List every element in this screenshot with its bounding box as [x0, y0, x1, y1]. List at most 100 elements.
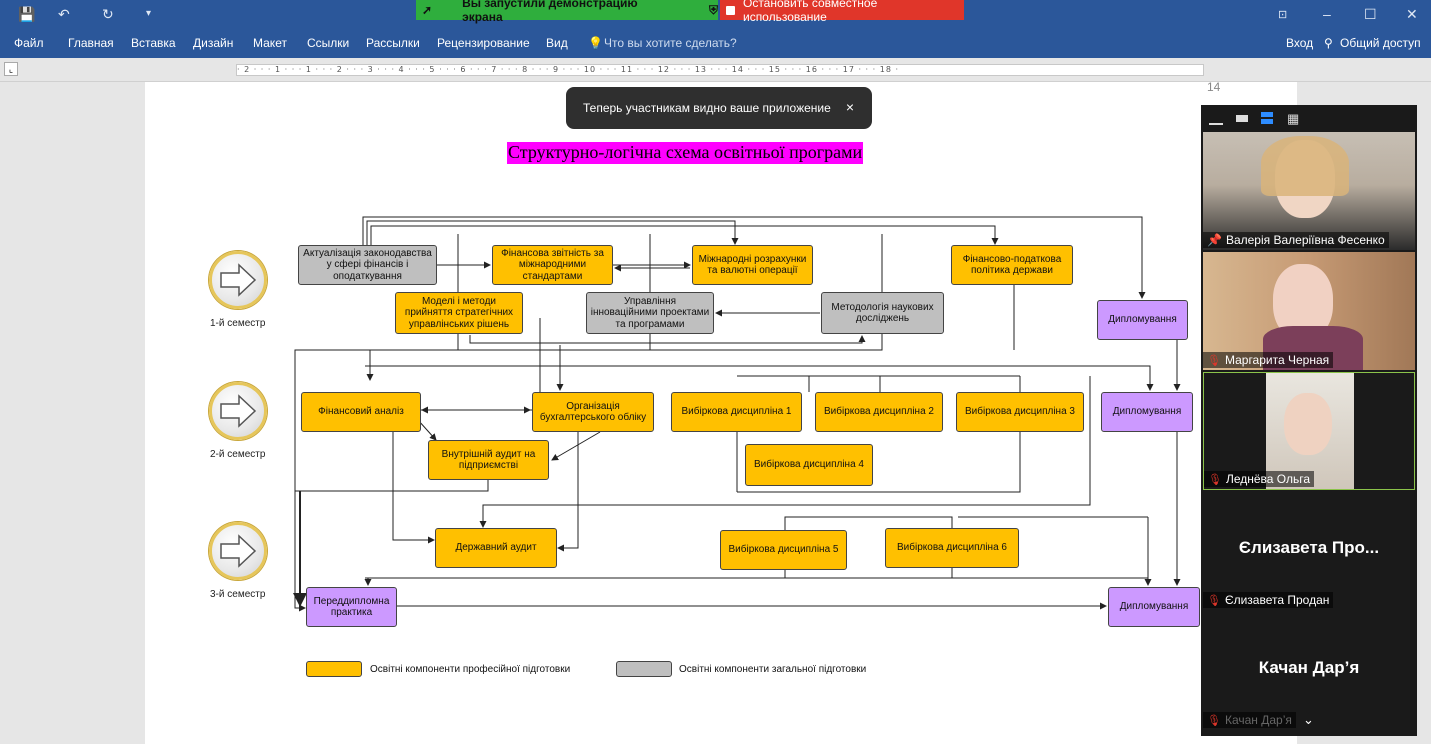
- chevron-down-icon[interactable]: ⌄: [1303, 712, 1314, 727]
- participant-face: [1284, 393, 1332, 455]
- box-upravlinnia: Управління інноваційними проектами та пр…: [586, 292, 714, 334]
- tab-insert[interactable]: Вставка: [131, 36, 176, 50]
- legend-swatch-general: [616, 661, 672, 677]
- box-finzvitnist: Фінансова звітність за міжнародними стан…: [492, 245, 613, 285]
- box-praktyka: Переддипломна практика: [306, 587, 397, 627]
- semester-1-label: 1-й семестр: [210, 318, 266, 329]
- share-toast: Теперь участникам видно ваше приложение …: [566, 87, 872, 129]
- close-icon[interactable]: ✕: [1406, 6, 1418, 22]
- box-metodologia: Методологія наукових досліджень: [821, 292, 944, 334]
- horizontal-ruler[interactable]: · 2 · · · 1 · · · 1 · · · 2 · · · 3 · · …: [236, 64, 1204, 76]
- mic-muted-icon: 🎙: [1207, 714, 1221, 727]
- share-button[interactable]: Общий доступ: [1340, 36, 1421, 50]
- semester-2-arrow-icon: [209, 382, 267, 440]
- mic-muted-icon: 🎙: [1207, 594, 1221, 607]
- stop-share-label: Остановить совместное использование: [742, 0, 878, 24]
- box-vd-2: Вибіркова дисципліна 2: [815, 392, 943, 432]
- stop-share-button[interactable]: Остановить совместное использование: [720, 0, 964, 24]
- tab-stop-selector[interactable]: ⌞: [4, 62, 18, 76]
- box-organizatsia: Організація бухгалтерського обліку: [532, 392, 654, 432]
- box-mizhnarodni: Міжнародні розрахунки та валютні операці…: [692, 245, 813, 285]
- shield-icon: ⛨: [708, 2, 718, 17]
- tab-mailings[interactable]: Рассылки: [366, 36, 420, 50]
- participant-nameplate: 📌Валерія Валеріївна Фесенко: [1203, 232, 1389, 248]
- tab-design[interactable]: Дизайн: [193, 36, 234, 50]
- box-dyplom-2: Дипломування: [1101, 392, 1193, 432]
- participant-name: Єлизавета Продан: [1224, 593, 1330, 607]
- maximize-icon[interactable]: ☐: [1364, 6, 1377, 22]
- strip-view-icon[interactable]: [1261, 112, 1273, 124]
- legend-swatch-professional: [306, 661, 362, 677]
- box-vd-5: Вибіркова дисципліна 5: [720, 530, 847, 570]
- toast-close-icon[interactable]: ×: [845, 99, 854, 115]
- box-dyplom-3: Дипломування: [1108, 587, 1200, 627]
- tab-references[interactable]: Ссылки: [307, 36, 350, 50]
- tab-file[interactable]: Файл: [14, 36, 44, 50]
- tab-review[interactable]: Рецензирование: [437, 36, 530, 50]
- share-arrow-icon: ➚: [422, 3, 433, 17]
- semester-1-arrow-icon: [209, 251, 267, 309]
- semester-3-arrow-icon: [209, 522, 267, 580]
- participants-panel: ▦ 📌Валерія Валеріївна Фесенко 🎙Маргарита…: [1201, 105, 1417, 736]
- participant-tile-1[interactable]: 📌Валерія Валеріївна Фесенко: [1203, 132, 1415, 250]
- box-vd-6: Вибіркова дисципліна 6: [885, 528, 1019, 568]
- stop-icon: [726, 5, 735, 15]
- participant-nameplate: 🎙Качан Дар’я: [1203, 712, 1296, 728]
- participant-tile-3[interactable]: 🎙Леднёва Ольга: [1203, 372, 1415, 490]
- minimize-icon[interactable]: –: [1323, 6, 1331, 22]
- participant-hair: [1261, 136, 1349, 196]
- diagram-title: Структурно-логічна схема освітньої прогр…: [507, 142, 864, 164]
- participant-tile-4[interactable]: Єлизавета Про... 🎙Єлизавета Продан: [1203, 492, 1415, 610]
- sign-in-link[interactable]: Вход: [1286, 36, 1314, 50]
- participant-display-name: Качан Дар’я: [1258, 658, 1360, 677]
- participant-name: Маргарита Черная: [1224, 353, 1330, 367]
- ruler: ⌞ · 2 · · · 1 · · · 1 · · · 2 · · · 3 · …: [0, 58, 1431, 82]
- box-finanaliz: Фінансовий аналіз: [301, 392, 421, 432]
- participant-nameplate: 🎙Леднёва Ольга: [1204, 471, 1315, 487]
- box-derzh-audyt: Державний аудит: [435, 528, 557, 568]
- participant-nameplate: 🎙Маргарита Черная: [1203, 352, 1334, 368]
- single-view-icon[interactable]: [1236, 115, 1248, 122]
- participant-name: Качан Дар’я: [1224, 713, 1292, 727]
- minimize-panel-icon[interactable]: [1209, 113, 1223, 125]
- participant-tile-2[interactable]: 🎙Маргарита Черная: [1203, 252, 1415, 370]
- participant-name: Леднёва Ольга: [1225, 472, 1311, 486]
- participant-name: Валерія Валеріївна Фесенко: [1225, 233, 1385, 247]
- page-number: 14: [1207, 80, 1221, 94]
- screen-share-status: ➚ Вы запустили демонстрацию экрана ⛨: [416, 0, 718, 24]
- box-vd-3: Вибіркова дисципліна 3: [956, 392, 1084, 432]
- mic-muted-icon: 🎙: [1207, 354, 1221, 367]
- tab-home[interactable]: Главная: [68, 36, 114, 50]
- tab-view[interactable]: Вид: [546, 36, 568, 50]
- redo-icon[interactable]: ↻: [102, 6, 114, 22]
- legend-label-general: Освітні компоненти загальної підготовки: [679, 664, 867, 675]
- box-podatkova: Фінансово-податкова політика держави: [951, 245, 1073, 285]
- grid-view-icon[interactable]: ▦: [1287, 111, 1300, 126]
- box-vnutr-audyt: Внутрішній аудит на підприємстві: [428, 440, 549, 480]
- box-vd-1: Вибіркова дисципліна 1: [671, 392, 802, 432]
- ribbon-tabs: Файл Главная Вставка Дизайн Макет Ссылки…: [0, 30, 1431, 58]
- semester-3-label: 3-й семестр: [210, 589, 266, 600]
- legend-label-professional: Освітні компоненти професійної підготовк…: [370, 664, 571, 675]
- box-aktualizatsia: Актуалізація законодавства у сфері фінан…: [298, 245, 437, 285]
- person-icon: ⚲: [1324, 36, 1333, 50]
- screen-share-label: Вы запустили демонстрацию экрана: [462, 0, 638, 24]
- diagram-connectors: [293, 216, 1181, 612]
- mic-muted-icon: 🎙: [1208, 473, 1222, 486]
- participant-display-name: Єлизавета Про...: [1238, 538, 1380, 557]
- box-vd-4: Вибіркова дисципліна 4: [745, 444, 873, 486]
- customize-toolbar-icon[interactable]: ▾: [146, 8, 152, 19]
- pin-icon: 📌: [1207, 233, 1222, 247]
- semester-2-label: 2-й семестр: [210, 449, 266, 460]
- participant-tile-5[interactable]: Качан Дар’я 🎙Качан Дар’я ⌄: [1203, 612, 1415, 730]
- undo-icon[interactable]: ↶: [58, 6, 70, 22]
- save-icon[interactable]: 💾: [18, 6, 36, 22]
- participant-nameplate: 🎙Єлизавета Продан: [1203, 592, 1334, 608]
- share-toast-message: Теперь участникам видно ваше приложение: [583, 101, 831, 115]
- lightbulb-icon: 💡: [588, 36, 603, 50]
- tab-layout[interactable]: Макет: [253, 36, 287, 50]
- box-dyplom-1: Дипломування: [1097, 300, 1188, 340]
- box-modeli: Моделі і методи прийняття стратегічних у…: [395, 292, 523, 334]
- ribbon-display-icon[interactable]: ⊡: [1278, 9, 1288, 21]
- tell-me-input[interactable]: Что вы хотите сделать?: [604, 36, 737, 50]
